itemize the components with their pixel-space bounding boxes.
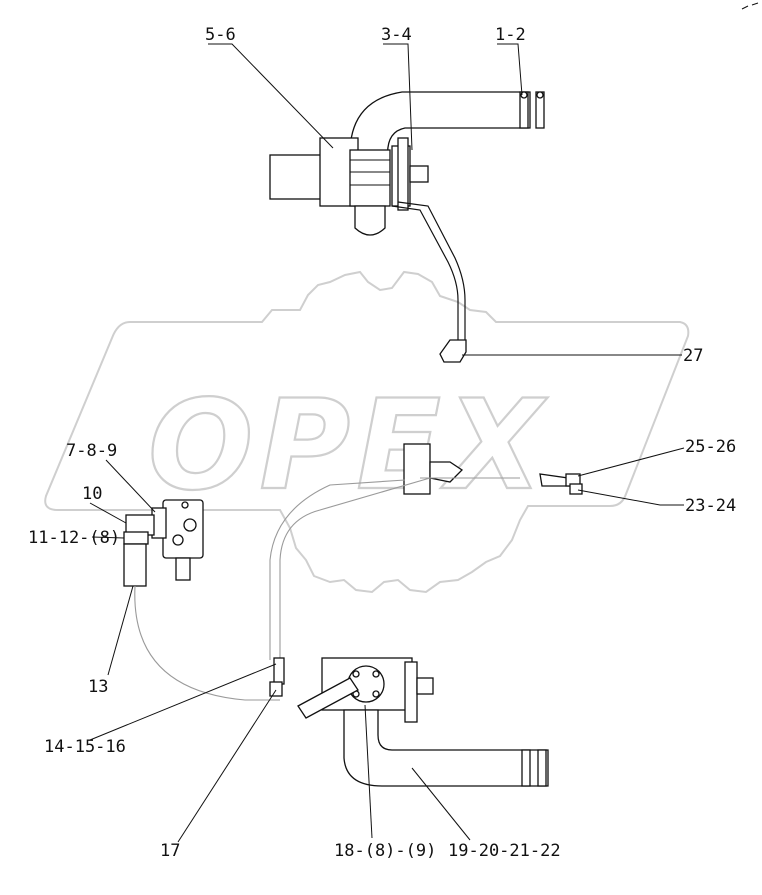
right-fittings	[539, 473, 583, 495]
lower-clamp-1	[521, 749, 531, 787]
leader-25-26	[577, 447, 685, 477]
upper-motor-body	[269, 154, 323, 200]
callout-19-20-21-22: 19-20-21-22	[448, 841, 561, 861]
lower-flange-bolt-2	[372, 670, 380, 678]
upper-valve-assembly	[269, 91, 545, 363]
right-elbow	[569, 483, 583, 495]
fitting-17	[269, 681, 283, 697]
fitting-14-15-16	[273, 657, 285, 685]
leader-18	[364, 704, 373, 839]
leader-13	[107, 585, 134, 676]
upper-clamp-bolt-2	[536, 91, 544, 99]
callout-7-8-9: 7-8-9	[66, 441, 117, 461]
control-valve-port-1	[183, 518, 197, 532]
lower-flange-bolt-4	[372, 690, 380, 698]
hose-loop-dashed-2	[269, 479, 406, 660]
leader-7-8-9	[105, 459, 156, 513]
lower-valve-assembly	[269, 657, 549, 787]
lower-diagonal-fitting	[297, 677, 359, 719]
lower-flange	[404, 661, 418, 723]
callout-18-8-9: 18-(8)-(9)	[334, 841, 436, 861]
callout-10: 10	[82, 484, 102, 504]
leader-5-6	[208, 43, 334, 149]
hose-loop-dashed	[134, 477, 520, 701]
hose-end-13	[123, 543, 147, 587]
lower-clamp-2	[537, 749, 547, 787]
corner-mark	[741, 2, 759, 10]
callout-labels: 1-2 3-4 5-6 27 25-26 23-24 7-8-9 10 11-1…	[28, 25, 736, 861]
middle-valve-fitting	[429, 461, 464, 483]
callout-17: 17	[160, 841, 180, 861]
watermark-text: OPEX	[148, 374, 549, 518]
upper-shaft	[409, 165, 429, 183]
upper-coupling	[349, 149, 391, 207]
control-valve-stem	[175, 557, 191, 581]
control-valve-port-2	[172, 534, 184, 546]
upper-clamp-bolt-1	[520, 91, 528, 99]
opex-watermark: OPEX	[44, 270, 690, 594]
leader-14-15-16	[89, 663, 277, 741]
upper-elbow-pipe	[349, 91, 531, 161]
leader-23-24	[577, 489, 684, 506]
watermark-gear-outline	[44, 270, 690, 594]
upper-coupling-bands	[350, 159, 390, 186]
fitting-11-12	[123, 531, 149, 545]
lower-flange-bolt-1	[352, 670, 360, 678]
lower-shaft	[416, 677, 434, 695]
lower-elbow-pipe	[343, 709, 549, 787]
leader-11-12-8	[91, 536, 125, 539]
left-control-valve	[123, 499, 204, 587]
callout-25-26: 25-26	[685, 437, 736, 457]
middle-valve-body	[403, 443, 431, 495]
middle-valve	[403, 443, 464, 495]
callout-27: 27	[683, 346, 703, 366]
leader-17	[177, 689, 277, 843]
leader-10	[89, 502, 127, 524]
callout-14-15-16: 14-15-16	[44, 737, 126, 757]
callout-1-2: 1-2	[495, 25, 526, 45]
control-valve-body	[162, 499, 204, 559]
callout-3-4: 3-4	[381, 25, 412, 45]
callout-23-24: 23-24	[685, 496, 736, 516]
upper-hose-a	[391, 205, 459, 340]
callout-13: 13	[88, 677, 108, 697]
upper-hose-b	[397, 201, 466, 340]
upper-flange-plate	[397, 137, 409, 211]
leader-3-4	[383, 43, 413, 151]
leader-1-2	[497, 43, 523, 96]
callout-5-6: 5-6	[205, 25, 236, 45]
leader-19-22	[411, 767, 471, 841]
hose-elbow-fitting	[439, 339, 467, 363]
leader-lines	[89, 43, 685, 843]
upper-spout	[354, 205, 386, 236]
control-valve-port-3	[181, 501, 189, 509]
callout-11-12-8: 11-12-(8)	[28, 528, 120, 548]
